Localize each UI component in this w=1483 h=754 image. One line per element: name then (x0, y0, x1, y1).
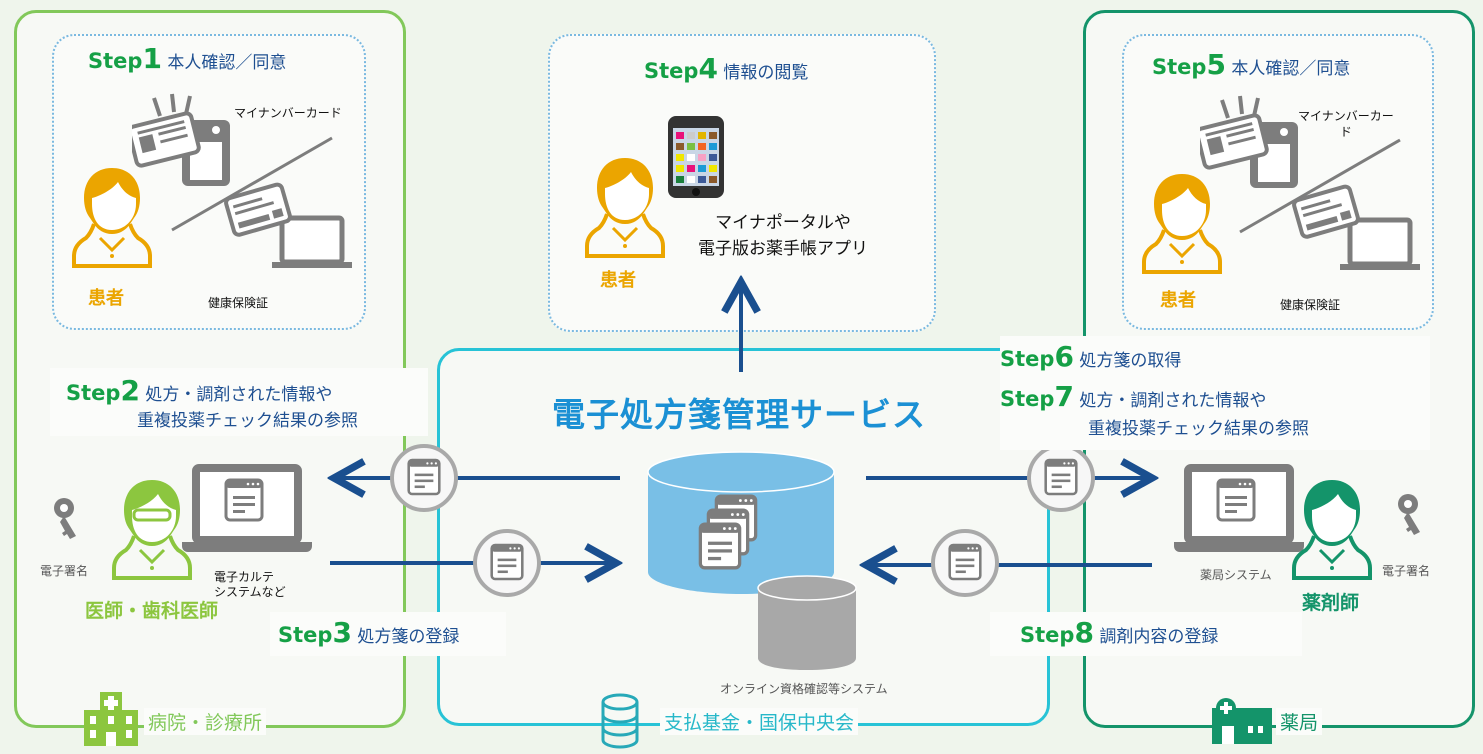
pharmacy-system-label: 薬局システム (1200, 568, 1272, 582)
step7-heading: Step7 処方・調剤された情報や (1000, 380, 1267, 413)
step4-heading: Step4 情報の閲覧 (644, 52, 809, 85)
step8-bg (990, 612, 1302, 656)
pharmacy-building-icon (1212, 698, 1272, 744)
pharmacist-icon (1292, 478, 1372, 580)
insurance-card-label-pharmacy: 健康保険証 (1280, 298, 1341, 312)
step5-heading: Step5 本人確認／同意 (1152, 48, 1351, 81)
emr-label: 電子カルテシステムなど (214, 570, 286, 599)
doctor-label: 医師・歯科医師 (85, 600, 219, 622)
smartphone-icon (668, 116, 724, 198)
online-system-label: オンライン資格確認等システム (720, 682, 888, 696)
patient-label-pharmacy: 患者 (1160, 290, 1196, 311)
step7-line2: 重複投薬チェック結果の参照 (1088, 419, 1309, 439)
pharmacy-system-laptop-icon (1174, 464, 1304, 554)
key-icon-pharmacy (1398, 494, 1420, 535)
step3-bg (270, 612, 506, 656)
online-qualification-database-icon (757, 575, 857, 670)
step2-line2: 重複投薬チェック結果の参照 (137, 411, 358, 431)
prescription-doc-icon-out-pharmacy (1026, 443, 1096, 513)
step8-heading: Step8 調剤内容の登録 (1020, 616, 1219, 649)
pharmacy-label: 薬局 (1276, 708, 1323, 735)
prescription-doc-icon-out-hospital (389, 443, 459, 513)
step2-bg (50, 368, 428, 436)
service-title: 電子処方箋管理サービス (552, 395, 926, 434)
e-signature-label-pharmacy: 電子署名 (1382, 564, 1431, 578)
prescription-doc-icon-in-hospital (472, 528, 542, 598)
step6-7-bg (1000, 336, 1430, 450)
doctor-icon (112, 478, 192, 580)
service-operator-label: 支払基金・国保中央会 (660, 708, 859, 735)
step2-heading: Step2 処方・調剤された情報や (66, 374, 333, 407)
insurance-card-label: 健康保険証 (208, 296, 269, 310)
mynumber-card-label: マイナンバーカード (234, 106, 342, 120)
e-signature-label: 電子署名 (40, 564, 89, 578)
patient-icon-pharmacy (1142, 172, 1222, 274)
step1-heading: Step1 本人確認／同意 (88, 42, 287, 75)
hospital-icon (84, 692, 138, 746)
step6-heading: Step6 処方箋の取得 (1000, 340, 1182, 373)
prescription-doc-icon-in-pharmacy (930, 528, 1000, 598)
prescription-database-icon (647, 451, 835, 594)
mynumber-card-label-pharmacy: マイナンバーカード (1298, 109, 1394, 139)
pharmacist-label: 薬剤師 (1302, 592, 1360, 614)
database-icon (601, 693, 639, 749)
step3-heading: Step3 処方箋の登録 (278, 616, 460, 649)
app-label: マイナポータルや 電子版お薬手帳アプリ (698, 213, 868, 259)
patient-label-step4: 患者 (600, 270, 636, 291)
hospital-label: 病院・診療所 (144, 708, 267, 735)
patient-label: 患者 (88, 288, 124, 309)
